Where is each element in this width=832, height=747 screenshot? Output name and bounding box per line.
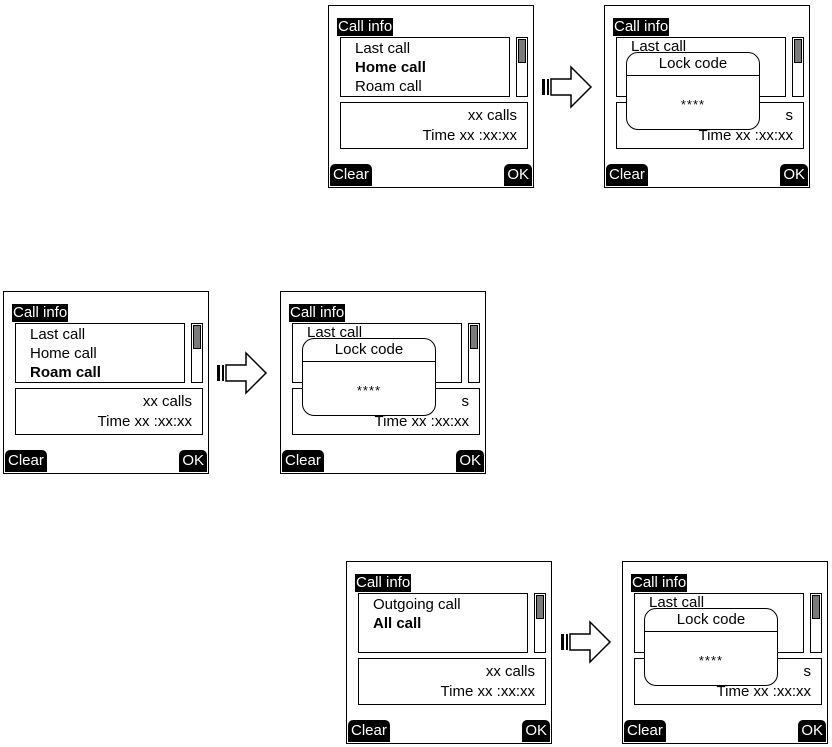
menu-item-outgoing-call[interactable]: Outgoing call bbox=[373, 596, 461, 613]
scrollbar-thumb[interactable] bbox=[536, 595, 544, 619]
right-arrow-icon bbox=[561, 620, 612, 664]
call-info-screen: Call info Last call Home call Roam call … bbox=[328, 5, 534, 188]
right-arrow-icon bbox=[217, 351, 268, 395]
call-time: Time xx :xx:xx bbox=[97, 413, 192, 430]
menu-item-all-call[interactable]: All call bbox=[373, 615, 422, 632]
call-info-screen: Call info Last call Home call Roam call … bbox=[3, 291, 209, 474]
screen-title: Call info bbox=[289, 304, 346, 322]
screen-title: Call info bbox=[337, 18, 394, 36]
menu-item-roam-call[interactable]: Roam call bbox=[355, 78, 422, 95]
call-count: xx calls bbox=[485, 663, 535, 680]
clear-softkey[interactable]: Clear bbox=[606, 164, 648, 186]
call-info-screen: Call info Outgoing call All call xx call… bbox=[346, 561, 552, 744]
lock-code-dialog: Lock code **** bbox=[626, 52, 760, 130]
menu-item-home-call[interactable]: Home call bbox=[355, 59, 426, 76]
call-count: xx calls bbox=[142, 393, 192, 410]
call-type-menu: Last call Home call Roam call bbox=[15, 323, 185, 383]
lock-code-input[interactable]: **** bbox=[356, 383, 382, 398]
lock-code-screen: Call info Last call s Time xx :xx:xx Loc… bbox=[604, 5, 810, 188]
clear-softkey[interactable]: Clear bbox=[348, 720, 390, 742]
lock-code-title: Lock code bbox=[627, 53, 759, 76]
call-count-peek: s bbox=[461, 393, 470, 410]
menu-item-last-call[interactable]: Last call bbox=[30, 326, 86, 343]
scrollbar[interactable] bbox=[516, 37, 528, 97]
ok-softkey[interactable]: OK bbox=[798, 720, 826, 742]
call-time: Time xx :xx:xx bbox=[374, 413, 469, 430]
scrollbar-thumb bbox=[812, 595, 820, 619]
scrollbar[interactable] bbox=[534, 593, 546, 653]
lock-code-screen: Call info Last call s Time xx :xx:xx Loc… bbox=[622, 561, 828, 744]
scrollbar[interactable] bbox=[191, 323, 203, 383]
call-info-box: xx calls Time xx :xx:xx bbox=[358, 658, 546, 705]
menu-item-last-call: Last call bbox=[307, 324, 363, 341]
screen-title: Call info bbox=[355, 574, 412, 592]
ok-softkey[interactable]: OK bbox=[522, 720, 550, 742]
scrollbar bbox=[468, 323, 480, 383]
scrollbar-thumb[interactable] bbox=[518, 39, 526, 63]
call-info-box: xx calls Time xx :xx:xx bbox=[340, 102, 528, 149]
call-info-box: xx calls Time xx :xx:xx bbox=[15, 388, 203, 435]
scrollbar-thumb bbox=[470, 325, 478, 349]
call-count-peek: s bbox=[785, 107, 794, 124]
lock-code-dialog: Lock code **** bbox=[302, 338, 436, 416]
clear-softkey[interactable]: Clear bbox=[5, 450, 47, 472]
call-time: Time xx :xx:xx bbox=[422, 127, 517, 144]
scrollbar-thumb bbox=[794, 39, 802, 63]
menu-item-last-call[interactable]: Last call bbox=[355, 40, 411, 57]
call-time: Time xx :xx:xx bbox=[716, 683, 811, 700]
screen-title: Call info bbox=[631, 574, 688, 592]
lock-code-title: Lock code bbox=[303, 339, 435, 362]
scrollbar-thumb[interactable] bbox=[193, 325, 201, 349]
menu-item-roam-call[interactable]: Roam call bbox=[30, 364, 101, 381]
call-count: xx calls bbox=[467, 107, 517, 124]
menu-item-home-call[interactable]: Home call bbox=[30, 345, 97, 362]
ok-softkey[interactable]: OK bbox=[504, 164, 532, 186]
clear-softkey[interactable]: Clear bbox=[330, 164, 372, 186]
scrollbar bbox=[810, 593, 822, 653]
ok-softkey[interactable]: OK bbox=[780, 164, 808, 186]
menu-item-last-call: Last call bbox=[631, 38, 687, 55]
call-time: Time xx :xx:xx bbox=[698, 127, 793, 144]
ok-softkey[interactable]: OK bbox=[456, 450, 484, 472]
lock-code-title: Lock code bbox=[645, 609, 777, 632]
call-time: Time xx :xx:xx bbox=[440, 683, 535, 700]
lock-code-dialog: Lock code **** bbox=[644, 608, 778, 686]
menu-item-last-call: Last call bbox=[649, 594, 705, 611]
call-count-peek: s bbox=[803, 663, 812, 680]
clear-softkey[interactable]: Clear bbox=[624, 720, 666, 742]
lock-code-input[interactable]: **** bbox=[680, 97, 706, 112]
scrollbar bbox=[792, 37, 804, 97]
ok-softkey[interactable]: OK bbox=[179, 450, 207, 472]
screen-title: Call info bbox=[12, 304, 69, 322]
lock-code-input[interactable]: **** bbox=[698, 653, 724, 668]
call-type-menu: Last call Home call Roam call bbox=[340, 37, 510, 97]
call-type-menu: Outgoing call All call bbox=[358, 593, 528, 653]
screen-title: Call info bbox=[613, 18, 670, 36]
right-arrow-icon bbox=[542, 65, 593, 109]
clear-softkey[interactable]: Clear bbox=[282, 450, 324, 472]
lock-code-screen: Call info Last call s Time xx :xx:xx Loc… bbox=[280, 291, 486, 474]
